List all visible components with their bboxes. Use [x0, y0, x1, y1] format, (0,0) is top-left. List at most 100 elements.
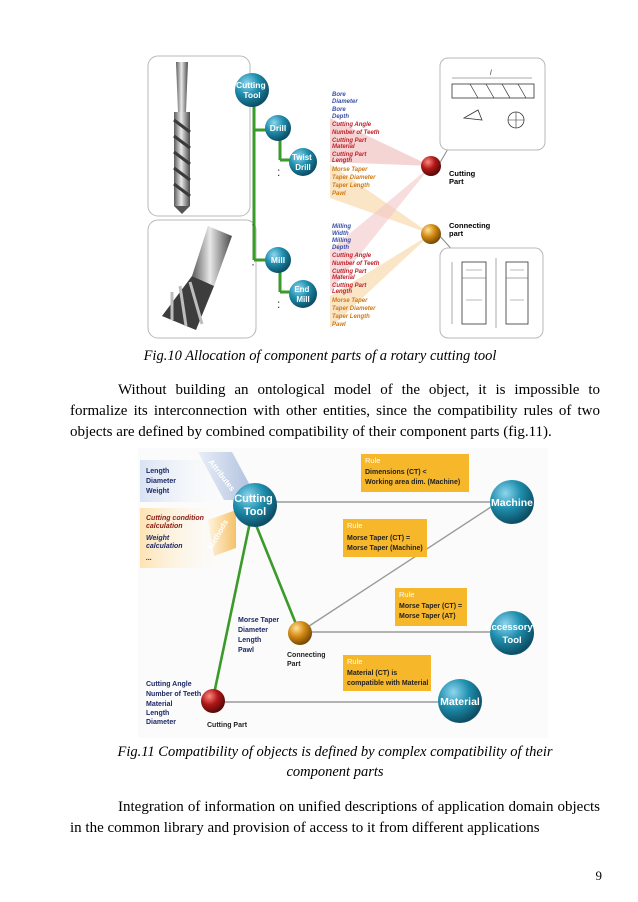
node-mill: Mill	[265, 247, 291, 273]
svg-text:Cutting Tool: Cutting Tool	[236, 80, 268, 100]
svg-text:Number of Teeth: Number of Teeth	[332, 261, 380, 267]
rule-box-3: Rule Morse Taper (CT) = Morse Taper (AT)	[395, 588, 467, 626]
svg-text:Material: Material	[440, 696, 480, 708]
node-connecting-part-11: Connecting Part	[287, 621, 327, 668]
node-material: Material	[438, 679, 482, 723]
svg-text::: :	[277, 165, 280, 179]
svg-text:Cutting condition calcul: Cutting condition calculation	[146, 515, 206, 530]
svg-text:·: ·	[251, 217, 255, 231]
svg-text:Morse Taper (CT) = Morse: Morse Taper (CT) = Morse Taper (Machine)	[347, 535, 423, 552]
node-machine: Machine	[490, 480, 534, 524]
svg-text:Accessory Tool: Accessory Tool	[485, 622, 536, 646]
fig11-gray-lines	[214, 501, 495, 703]
node-end-mill: End Mill	[289, 280, 317, 308]
svg-text:Morse Taper: Morse Taper	[332, 298, 368, 304]
svg-text:Connecting part: Connecting part	[449, 221, 492, 238]
node-twist-drill: Twist Drill	[289, 148, 317, 176]
svg-text:Number of Teeth: Number of Teeth	[146, 691, 201, 698]
cutting-part-attributes: Cutting Angle Number of Teeth Material L…	[146, 681, 201, 726]
end-mill-image	[162, 226, 232, 330]
node-cutting-part-11: Cutting Part	[201, 689, 248, 729]
figure-10-caption: Fig.10 Allocation of component parts of …	[143, 348, 497, 364]
figure-10: · · : : Cutting Tool Drill Twist Drill M…	[147, 55, 546, 339]
svg-text:Rule: Rule	[399, 590, 414, 599]
svg-text:Cutting Angle: Cutting Angle	[146, 681, 192, 688]
figure-11-caption: Fig.11 Compatibility of objects is defin…	[70, 742, 600, 782]
fan-drill-red	[330, 118, 431, 166]
svg-text:Pawl: Pawl	[332, 191, 346, 197]
twist-drill-photo	[147, 55, 251, 217]
fig11-green-lines	[212, 519, 298, 695]
svg-text:Material: Material	[146, 701, 173, 708]
paragraph-2: Integration of information on unified de…	[70, 799, 600, 836]
svg-text:Cutting Part: Cutting Part	[449, 169, 477, 186]
svg-text:Rule: Rule	[347, 521, 362, 530]
svg-text:Dimensions (CT) < Workin: Dimensions (CT) < Working area dim. (Mac…	[365, 469, 460, 486]
svg-text:Connecting Part: Connecting Part	[287, 652, 327, 668]
figure-11-caption-line-1: Fig.11 Compatibility of objects is defin…	[117, 744, 553, 760]
node-cutting-tool-11: Cutting Tool	[233, 483, 277, 527]
svg-text:Morse Taper: Morse Taper	[238, 617, 279, 624]
svg-text:Cutting Angle: Cutting Angle	[332, 122, 372, 128]
methods-panel: Methods Cutting condition calculation We…	[140, 508, 236, 568]
attributes-panel: Attributes Length Diameter Weight	[140, 452, 258, 502]
connecting-part-drawing	[439, 247, 544, 339]
rule-box-2: Rule Morse Taper (CT) = Morse Taper (Mac…	[343, 519, 427, 557]
node-drill: Drill	[265, 115, 291, 141]
svg-text:Cutting Tool: Cutting Tool	[234, 493, 276, 518]
svg-text:l: l	[490, 70, 492, 77]
svg-text:Pawl: Pawl	[332, 322, 346, 328]
svg-text:Morse Taper: Morse Taper	[332, 167, 368, 173]
svg-text:·: ·	[251, 257, 255, 271]
connecting-part-attributes: Morse Taper Diameter Length Pawl	[238, 617, 279, 654]
svg-text:Machine: Machine	[491, 497, 533, 509]
page-number: 9	[595, 868, 603, 883]
svg-text:End Mill: End Mill	[294, 285, 311, 304]
twist-drill-image	[173, 62, 191, 214]
svg-text:Rule: Rule	[347, 657, 362, 666]
rule-box-1: Rule Dimensions (CT) < Working area dim.…	[361, 454, 469, 492]
svg-text:Taper Diameter: Taper Diameter	[332, 306, 376, 312]
svg-text:Pawl: Pawl	[238, 647, 254, 654]
paragraph-1: Without building an ontological model of…	[70, 382, 600, 440]
svg-text:Material (CT) is compati: Material (CT) is compatible with Materia…	[347, 670, 428, 687]
svg-text:Length: Length	[146, 710, 169, 717]
svg-text:Diameter: Diameter	[238, 627, 268, 634]
rule-box-4: Rule Material (CT) is compatible with Ma…	[343, 655, 431, 691]
svg-text:Length Diameter We: Length Diameter Weight	[146, 468, 178, 495]
svg-text:Twist Drill: Twist Drill	[292, 153, 314, 172]
svg-text:Cutting Angle: Cutting Angle	[332, 253, 372, 259]
svg-text:Number of Teeth: Number of Teeth	[332, 130, 380, 136]
fan-mill-red	[330, 166, 431, 292]
node-connecting-part: Connecting part	[421, 221, 492, 244]
svg-text:Taper Length: Taper Length	[332, 183, 370, 189]
fan-mill-orange	[330, 234, 431, 328]
svg-text:Taper Diameter: Taper Diameter	[332, 175, 376, 181]
fan-drill-orange	[330, 164, 431, 234]
node-cutting-part: Cutting Part	[421, 156, 477, 186]
svg-text:Mill: Mill	[271, 255, 285, 265]
svg-text::: :	[277, 297, 280, 311]
svg-text:Drill: Drill	[270, 123, 287, 133]
svg-text:Cutting Part: Cutting Part	[207, 722, 248, 729]
svg-text:Morse Taper (CT) = Morse: Morse Taper (CT) = Morse Taper (AT)	[399, 603, 464, 620]
svg-text:Weight calculation: Weight calculation ...	[146, 535, 185, 562]
node-cutting-tool: Cutting Tool	[235, 73, 269, 107]
figure-11-caption-line-2: component parts	[286, 764, 384, 780]
drill-drawing: l	[439, 57, 546, 151]
svg-text:Taper Length: Taper Length	[332, 314, 370, 320]
svg-text:Length: Length	[238, 637, 261, 644]
svg-text:Diameter: Diameter	[146, 719, 176, 726]
node-accessory-tool: Accessory Tool	[485, 611, 536, 655]
